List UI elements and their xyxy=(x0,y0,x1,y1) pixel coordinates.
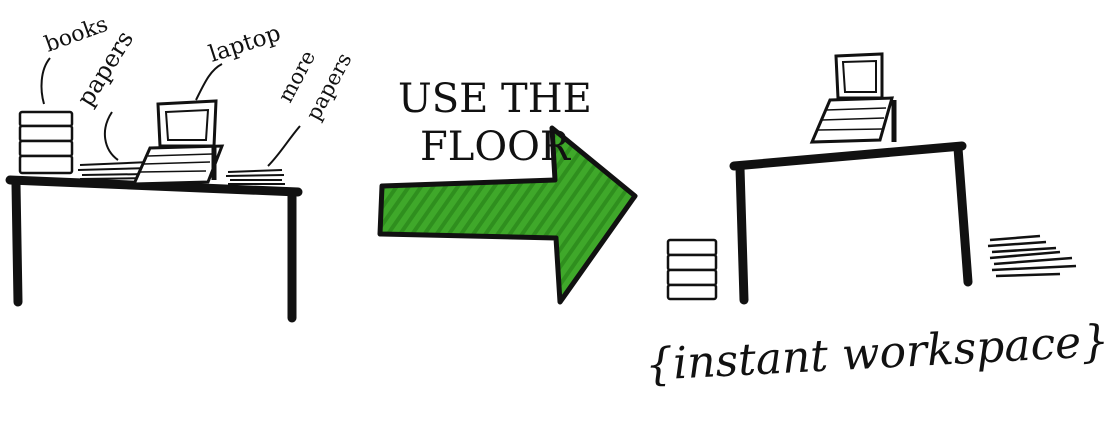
left-laptop xyxy=(134,101,222,184)
instant-workspace-caption: {instant workspace} xyxy=(644,316,1110,391)
right-desk xyxy=(734,146,968,300)
cluttered-desk-scene: books papers laptop more papers xyxy=(10,12,357,318)
arrow-caption-line1: USE THE xyxy=(398,76,592,122)
floor-paper-pile xyxy=(988,236,1076,276)
left-more-papers xyxy=(226,170,285,184)
laptop-label: laptop xyxy=(206,20,284,67)
arrow-caption-line2: FLOOR xyxy=(420,124,572,170)
floor-book-stack xyxy=(668,240,716,299)
clean-desk-scene: {instant workspace} xyxy=(644,54,1110,391)
transition-arrow: USE THE FLOOR xyxy=(380,76,635,302)
left-book-stack xyxy=(20,112,72,173)
left-desk xyxy=(10,180,298,318)
right-laptop xyxy=(812,54,894,142)
